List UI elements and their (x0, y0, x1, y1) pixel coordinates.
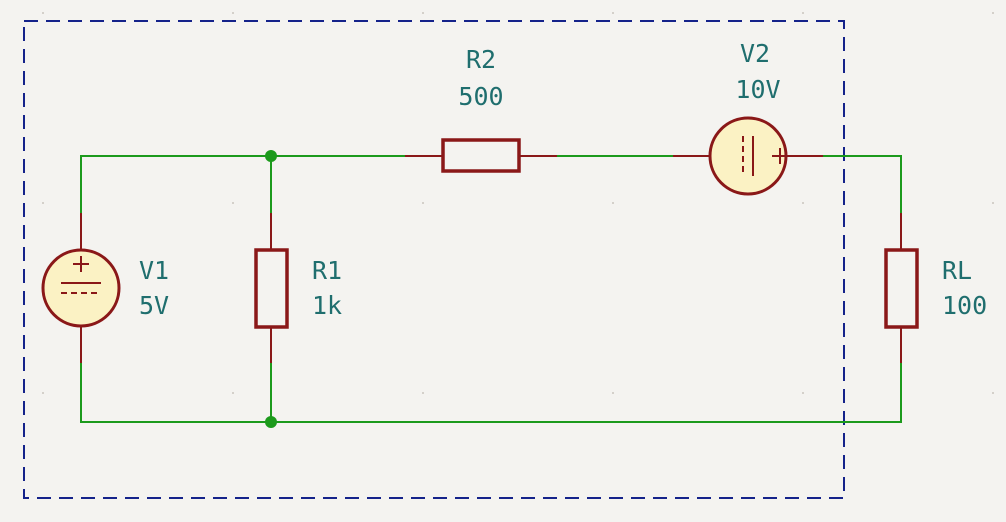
grid-dot (42, 202, 44, 204)
r1-ref-label: R1 (312, 256, 342, 285)
junction-top (265, 150, 277, 162)
wire-top-left (80, 155, 441, 213)
r2-value-label: 500 (458, 82, 503, 111)
grid-dot (612, 392, 614, 394)
grid-dot (992, 12, 994, 14)
grid-dot (802, 392, 804, 394)
v1-value-label: 5V (139, 291, 169, 320)
wires (80, 155, 902, 423)
v1-ref-label: V1 (139, 256, 169, 285)
sheet-border (23, 20, 845, 499)
rl-resistor[interactable] (884, 213, 919, 363)
r2-resistor[interactable] (405, 138, 557, 173)
rl-value-label: 100 (942, 291, 987, 320)
r2-ref-label: R2 (466, 45, 496, 74)
grid-dot (232, 202, 234, 204)
v1-source[interactable] (41, 213, 121, 363)
grid-dot (422, 12, 424, 14)
grid-dots (42, 12, 994, 394)
grid-dot (42, 392, 44, 394)
junction-bottom (265, 416, 277, 428)
grid-dot (992, 202, 994, 204)
grid-dot (802, 12, 804, 14)
rl-ref-label: RL (942, 256, 972, 285)
grid-dot (232, 12, 234, 14)
grid-dot (612, 12, 614, 14)
grid-dot (422, 392, 424, 394)
grid-dot (992, 392, 994, 394)
v2-ref-label: V2 (740, 39, 770, 68)
grid-dot (802, 202, 804, 204)
v2-source[interactable] (673, 116, 823, 196)
wire-bottom (80, 363, 902, 423)
grid-dot (422, 202, 424, 204)
grid-dot (612, 202, 614, 204)
grid-dot (232, 392, 234, 394)
wire-top-right (823, 155, 902, 213)
v2-value-label: 10V (735, 75, 780, 104)
grid-dot (42, 12, 44, 14)
r1-resistor[interactable] (254, 213, 289, 363)
r1-value-label: 1k (312, 291, 342, 320)
